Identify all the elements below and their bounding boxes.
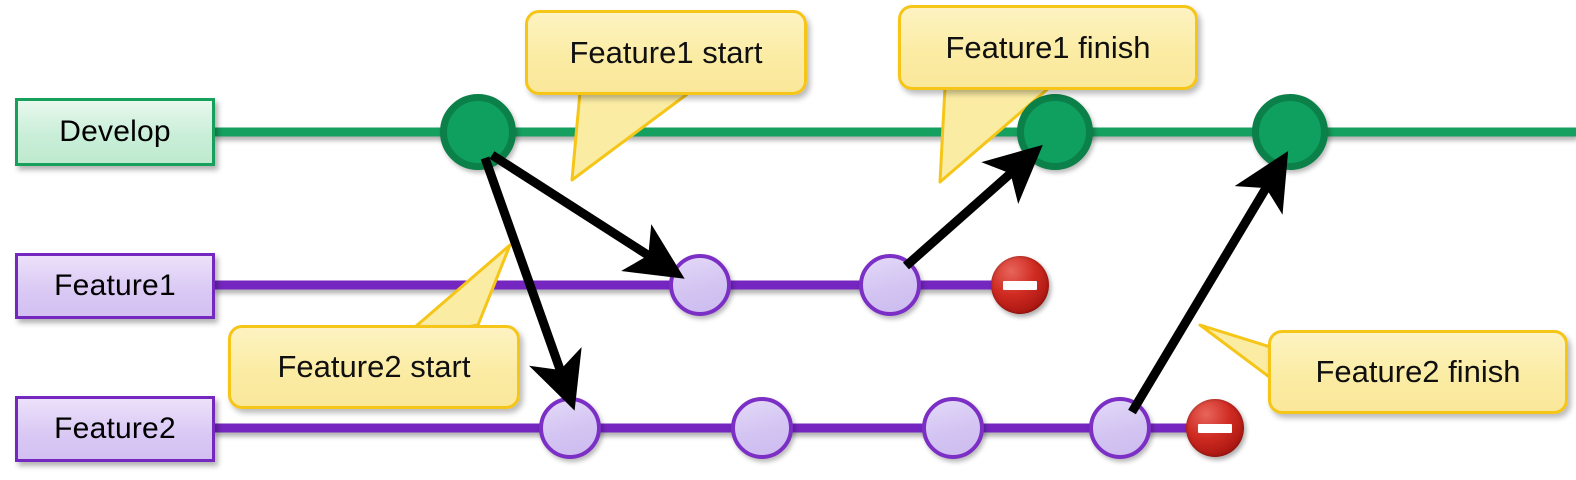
commit-node-feature2-commit-3[interactable] [922, 397, 984, 459]
branch-label-develop[interactable]: Develop [15, 98, 215, 166]
feature2-delete-icon[interactable] [1186, 399, 1244, 457]
arrow-branch-develop-to-feature2 [480, 156, 582, 411]
minus-icon [1003, 280, 1037, 290]
arrow-merge-feature1-to-develop [903, 144, 1043, 270]
commit-node-feature2-commit-2[interactable] [731, 397, 793, 459]
branch-label-text: Feature1 [54, 269, 176, 302]
branch-label-feature1[interactable]: Feature1 [15, 253, 215, 319]
callout-feature2-start[interactable]: Feature2 start [228, 325, 520, 409]
callout-feature2-finish[interactable]: Feature2 finish [1268, 330, 1568, 414]
branch-label-feature2[interactable]: Feature2 [15, 396, 215, 462]
commit-node-feature2-commit-4[interactable] [1089, 397, 1151, 459]
callout-text: Feature2 finish [1315, 354, 1521, 389]
callout-feature1-start[interactable]: Feature1 start [525, 10, 807, 95]
minus-icon [1198, 423, 1232, 433]
arrow-merge-feature2-to-develop [1128, 151, 1289, 415]
arrow-branch-develop-to-feature1 [489, 151, 685, 279]
feature1-delete-icon[interactable] [991, 256, 1049, 314]
callout-text: Feature1 finish [945, 29, 1151, 65]
branch-label-text: Develop [59, 115, 171, 148]
callout-text: Feature2 start [277, 349, 471, 384]
branch-label-text: Feature2 [54, 412, 176, 445]
callout-text: Feature1 start [569, 34, 763, 70]
callout-feature1-finish[interactable]: Feature1 finish [898, 5, 1198, 90]
